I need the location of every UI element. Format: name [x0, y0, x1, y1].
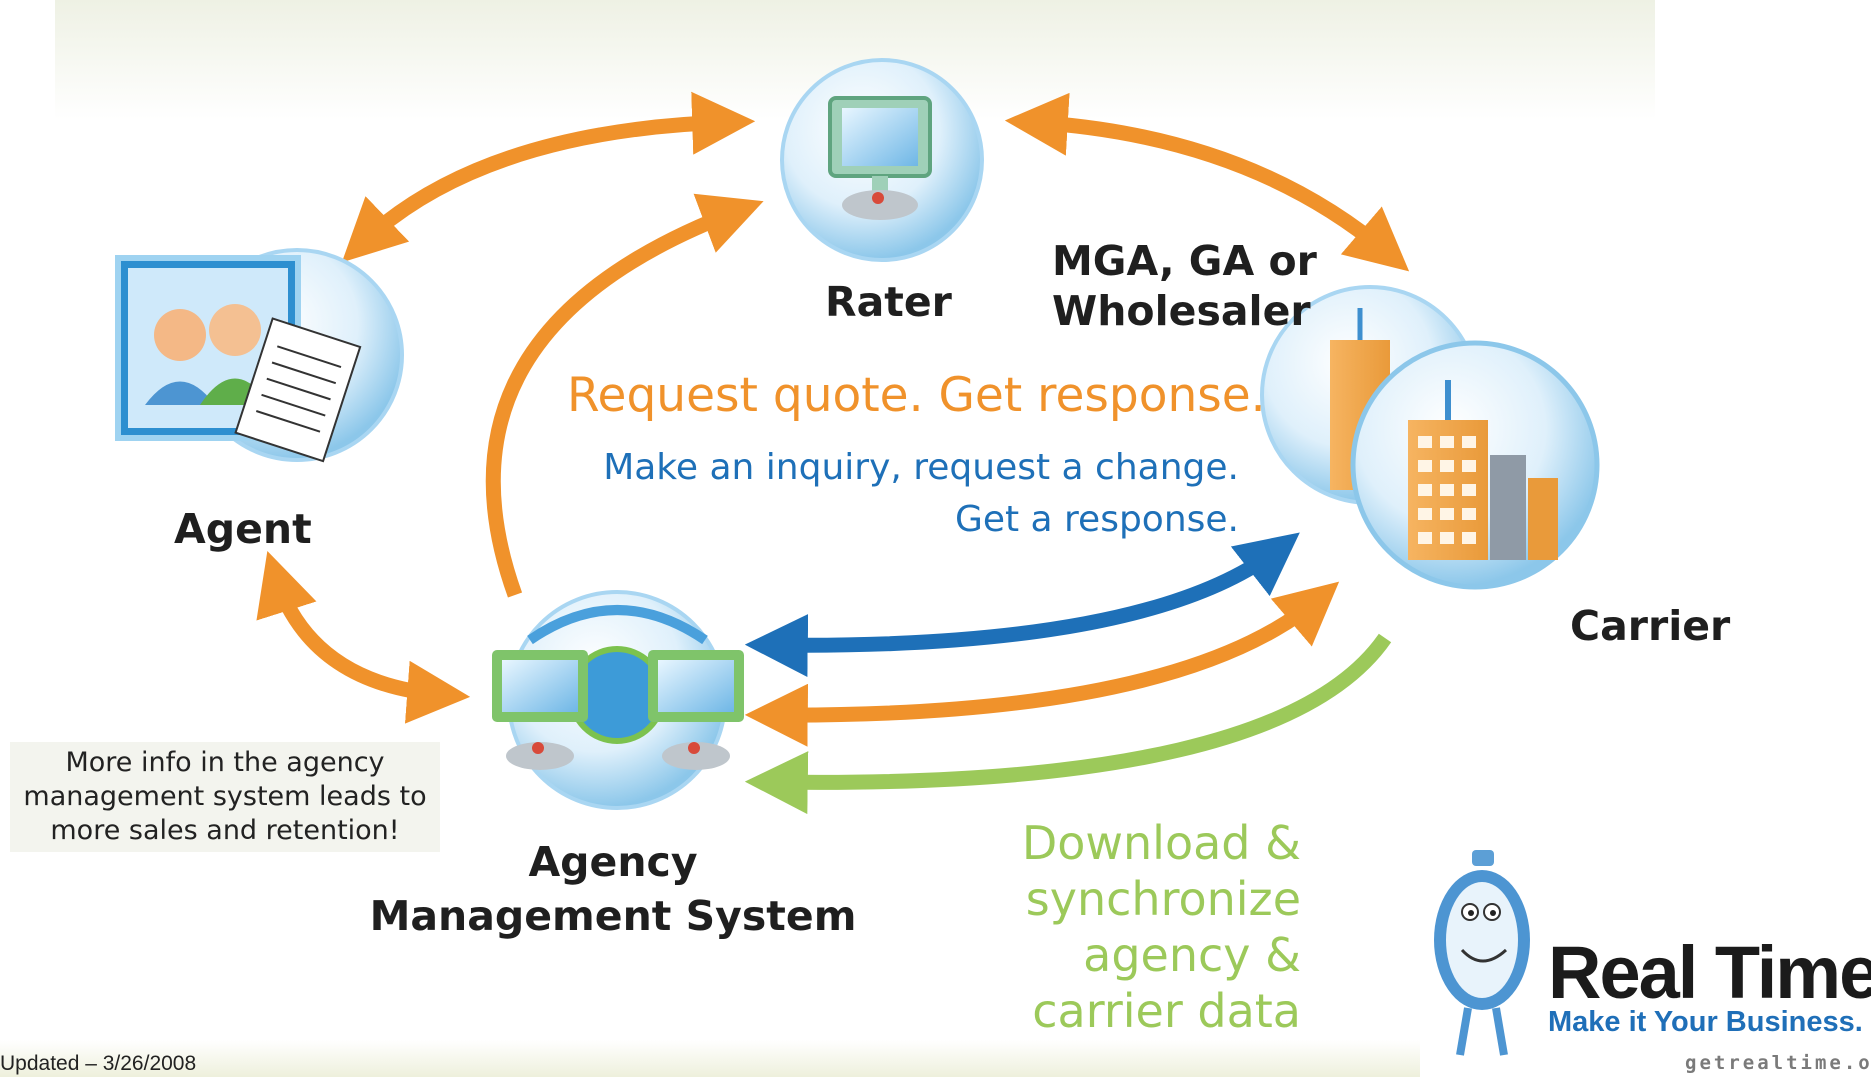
- info-note: More info in the agency management syste…: [10, 742, 440, 852]
- bottom-gradient-band: [0, 1040, 1420, 1077]
- agent-node: [115, 248, 404, 463]
- ams-label: Agency Management System: [369, 838, 857, 940]
- mga-label: MGA, GA or Wholesaler: [1052, 237, 1317, 335]
- real-time-logo: [1420, 830, 1871, 1077]
- rater-label: Rater: [825, 278, 952, 326]
- arrow-rater-carrier: [1004, 92, 1410, 272]
- inquiry-text: Make an inquiry, request a change. Get a…: [603, 447, 1239, 540]
- logo-tagline: Make it Your Business.: [1548, 1006, 1863, 1038]
- arrow-carrier-ams-blue: [744, 532, 1300, 677]
- logo-url: getrealtime.org: [1685, 1052, 1871, 1074]
- agent-label: Agent: [174, 505, 312, 553]
- carrier-label: Carrier: [1570, 602, 1731, 650]
- request-quote-text: Request quote. Get response.: [567, 368, 1266, 423]
- logo-title: Real Time: [1548, 931, 1871, 1014]
- ams-node: [492, 590, 744, 810]
- rater-node: [780, 58, 984, 262]
- stopwatch-mascot-icon: [1434, 850, 1530, 1056]
- arrow-carrier-ams-green: [744, 633, 1392, 815]
- arrow-agent-ams: [256, 550, 471, 724]
- download-sync-text: Download & synchronize agency & carrier …: [1021, 816, 1301, 1038]
- carrier-node: [1260, 285, 1600, 590]
- arrow-carrier-ams-orange: [744, 581, 1340, 747]
- arrow-agent-rater: [341, 91, 756, 263]
- arrow-ams-rater: [485, 193, 764, 598]
- updated-date: Updated – 3/26/2008: [0, 1052, 197, 1075]
